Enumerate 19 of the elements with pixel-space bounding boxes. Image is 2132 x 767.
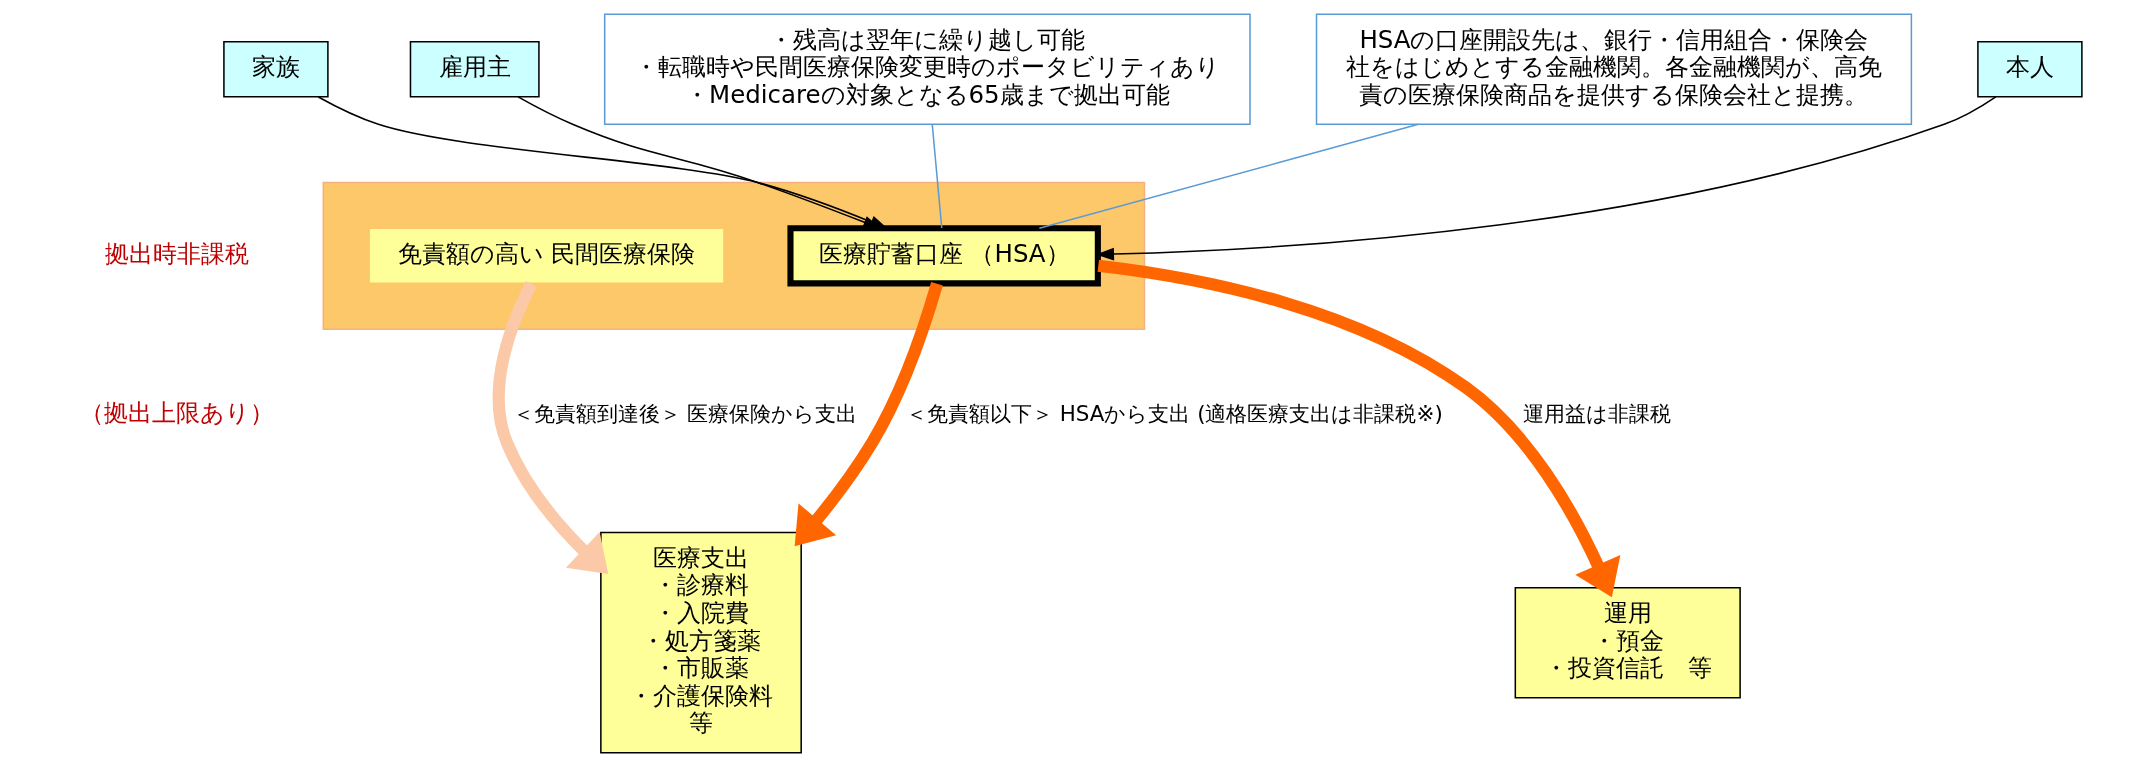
label: 拠出時非課税: [104, 238, 249, 268]
label: （拠出上限あり）: [79, 397, 274, 427]
node-box: 医療貯蓄口座 （HSA）: [786, 225, 1101, 287]
node-box: HSAの口座開設先は、銀行・信用組合・保険会社をはじめとする金融機関。各金融機関が、高免責の医療保険商品を提供する保険会社と提携。: [1315, 13, 1912, 126]
connector: [931, 123, 942, 229]
cluster: [322, 181, 1145, 330]
node-box: 雇用主: [409, 40, 540, 98]
edge-label: 運用益は非課税: [1522, 400, 1671, 426]
node-box: 家族: [222, 40, 329, 98]
edge-label: ＜免責額到達後＞ 医療保険から支出: [512, 400, 857, 426]
node-box: 本人: [1976, 40, 2083, 98]
node-box: 医療支出 ・診療料 ・入院費 ・処方箋薬 ・市販薬 ・介護保険料 等: [599, 531, 802, 754]
connector: [1038, 123, 1419, 229]
arrow: [492, 281, 608, 574]
node-box: 運用 ・預金 ・投資信託 等: [1514, 586, 1741, 699]
edge-label: ＜免責額以下＞ HSAから支出 (適格医療支出は非課税※): [905, 400, 1443, 426]
node-box: ・残高は翌年に繰り越し可能 ・転職時や民間医療保険変更時のポータビリティあり ・Medicareの対象となる65歳まで拠出可能: [603, 13, 1251, 126]
arrow: [1097, 259, 1620, 598]
node-box: 免責額の高い 民間医療保険: [367, 227, 725, 285]
